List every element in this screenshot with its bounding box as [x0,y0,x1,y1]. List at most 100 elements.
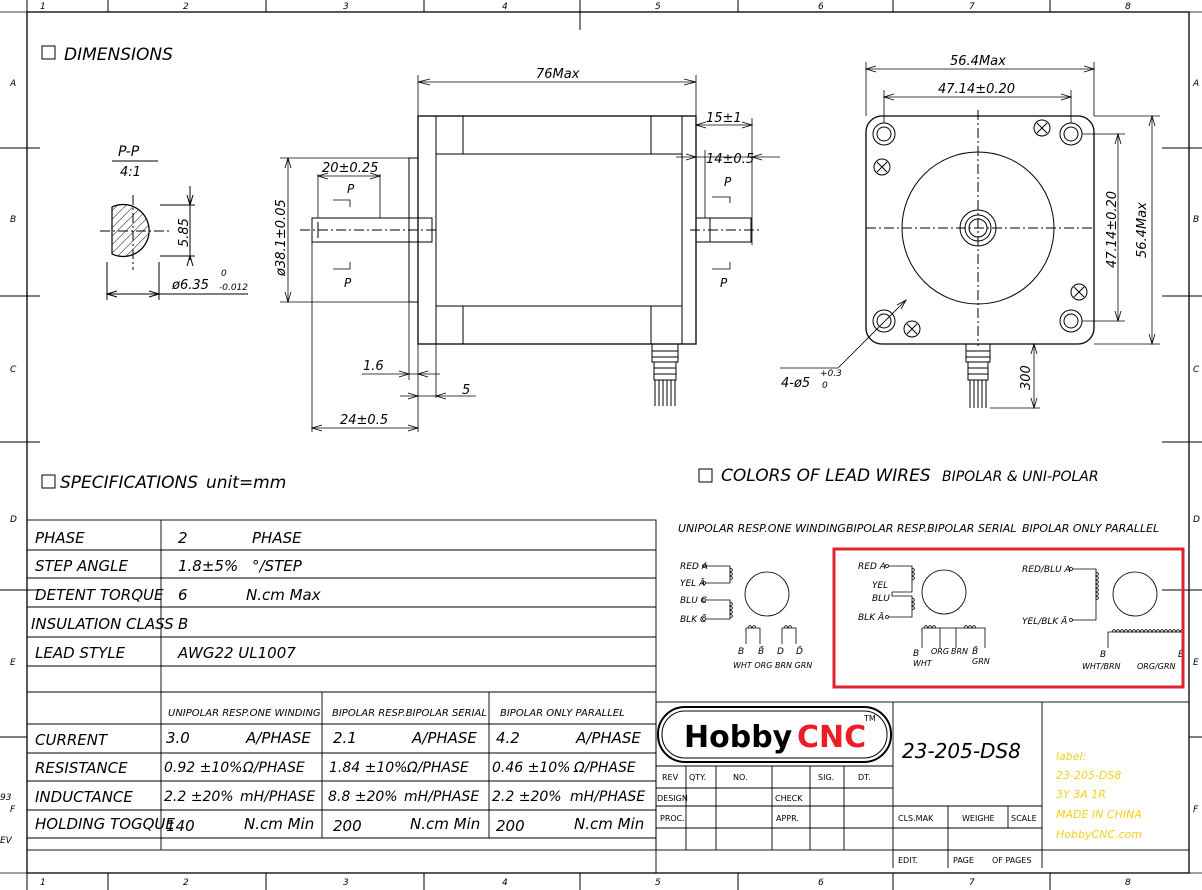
svg-text:F: F [10,805,16,815]
svg-text:UNIPOLAR RESP.ONE WINDING: UNIPOLAR RESP.ONE WINDING [168,708,321,719]
bolt-spacing-vert-dim: 47.14±0.20 [1105,191,1120,268]
dimensions-title: DIMENSIONS [64,45,173,65]
specs-mode-headers: UNIPOLAR RESP.ONE WINDING BIPOLAR RESP.B… [168,708,625,719]
svg-text:DT.: DT. [858,773,871,782]
pilot-dia-dim: ø38.1±0.05 [274,199,289,277]
hobbycnc-logo: Hobby CNC TM [657,706,892,763]
spec-label: INSULATION CLASS [31,615,174,633]
svg-text:3.0: 3.0 [166,729,190,747]
svg-text:BRN: BRN [951,647,968,656]
svg-text:E: E [10,658,16,668]
svg-text:HobbyCNC.com: HobbyCNC.com [1056,828,1142,841]
motor-front-view [865,110,1095,408]
svg-text:WHT ORG BRN GRN: WHT ORG BRN GRN [733,661,812,670]
spec-value: AWG22 UL1007 [177,644,296,662]
svg-text:label:: label: [1056,750,1086,763]
svg-text:Ω/PHASE: Ω/PHASE [573,760,636,776]
svg-text:0.46 ±10%: 0.46 ±10% [492,760,570,776]
shaft-dia-dim: ø6.35 [171,278,209,293]
shaft-len-dim: 24±0.5 [340,413,388,428]
flat-dim: 5.85 [177,218,192,247]
svg-text:2.1: 2.1 [333,729,357,747]
svg-text:BLK C̄: BLK C̄ [680,613,707,625]
bolt-spacing-dim: 47.14±0.20 [938,82,1015,97]
lead-diagram-unipolar: UNIPOLAR RESP.ONE WINDING RED A YEL Ā BL… [678,522,846,670]
svg-text:A/PHASE: A/PHASE [245,729,311,747]
svg-text:B̄: B̄ [1178,648,1184,660]
front-dimensions: 56.4Max 47.14±0.20 47.14±0.20 56.4Max 4-… [780,54,1160,410]
row-ticks [0,147,1202,738]
svg-text:2: 2 [183,2,189,12]
svg-text:B: B [10,215,16,225]
elec-label: HOLDING TOGQUE [35,815,175,833]
spec-label: LEAD STYLE [35,644,126,662]
specs-title: SPECIFICATIONS [60,473,198,493]
svg-text:APPR.: APPR. [776,814,799,823]
svg-text:WHT/BRN: WHT/BRN [1082,662,1121,671]
svg-text:BLU: BLU [872,594,890,604]
holes-dim: 4-ø5 [781,376,810,391]
svg-text:EV: EV [0,836,13,846]
svg-text:7: 7 [969,878,975,888]
svg-text:YEL: YEL [872,581,888,591]
elec-label: INDUCTANCE [35,788,133,806]
spec-value: 6 [178,586,188,604]
length-max-dim: 76Max [536,67,580,82]
svg-text:3: 3 [343,878,349,888]
svg-text:P: P [720,276,728,290]
spec-unit: PHASE [252,529,302,547]
width-max-dim: 56.4Max [950,54,1006,69]
svg-text:CHECK: CHECK [775,794,803,803]
svg-text:140: 140 [166,817,195,835]
svg-text:PAGE: PAGE [953,856,974,865]
svg-text:CLS.MAK: CLS.MAK [898,814,934,823]
label-block: label: 23-205-DS8 3Y 3A 1R MADE IN CHINA… [1056,750,1142,841]
column-ticks [107,0,1051,890]
spec-unit: N.cm Max [246,586,321,604]
svg-text:0.92 ±10%: 0.92 ±10% [164,760,242,776]
svg-text:P: P [724,175,732,189]
svg-text:2.2 ±20%: 2.2 ±20% [164,789,234,805]
svg-text:UNIPOLAR RESP.ONE WINDING: UNIPOLAR RESP.ONE WINDING [678,522,846,535]
svg-text:8: 8 [1125,2,1131,12]
svg-text:B: B [913,649,919,659]
lead-len-dim: 300 [1019,365,1034,390]
spec-label: PHASE [35,529,85,547]
svg-text:YEL/BLK Ā: YEL/BLK Ā [1022,616,1067,627]
svg-text:GRN: GRN [972,657,990,666]
svg-text:4.2: 4.2 [496,729,520,747]
svg-text:8.8 ±20%: 8.8 ±20% [328,789,398,805]
svg-text:4: 4 [502,2,508,12]
svg-text:B: B [1100,650,1106,660]
svg-text:NO.: NO. [733,773,748,782]
svg-text:D: D [777,647,784,657]
svg-text:WHT: WHT [913,659,933,668]
svg-text:P: P [347,182,355,196]
svg-text:5: 5 [655,878,661,888]
svg-text:ORG/GRN: ORG/GRN [1137,662,1176,671]
svg-text:D: D [1193,515,1200,525]
svg-text:RED A: RED A [680,562,708,572]
svg-text:B: B [738,647,744,657]
svg-text:1: 1 [40,878,46,888]
width-max-vert-dim: 56.4Max [1135,202,1150,258]
svg-text:N.cm Min: N.cm Min [244,815,314,833]
svg-text:F: F [1193,805,1199,815]
logo-hobby: Hobby [684,720,793,755]
svg-text:23-205-DS8: 23-205-DS8 [1056,769,1121,782]
svg-text:BIPOLAR ONLY PARALLEL: BIPOLAR ONLY PARALLEL [1022,522,1159,535]
svg-text:mH/PHASE: mH/PHASE [404,789,479,805]
leads-title: COLORS OF LEAD WIRES [721,466,931,486]
svg-text:A/PHASE: A/PHASE [575,729,641,747]
svg-text:WEIGHE: WEIGHE [962,814,995,823]
specs-checkbox [41,474,56,489]
svg-text:-0.012: -0.012 [219,283,248,293]
svg-text:C: C [10,365,17,375]
svg-text:1.84 ±10%: 1.84 ±10% [329,760,407,776]
specs-basic-rows: PHASE 2 PHASE STEP ANGLE 1.8±5% °/STEP D… [31,529,321,662]
svg-text:B̄: B̄ [758,645,764,657]
svg-text:C: C [1193,365,1200,375]
svg-text:YEL Ā: YEL Ā [680,578,705,589]
